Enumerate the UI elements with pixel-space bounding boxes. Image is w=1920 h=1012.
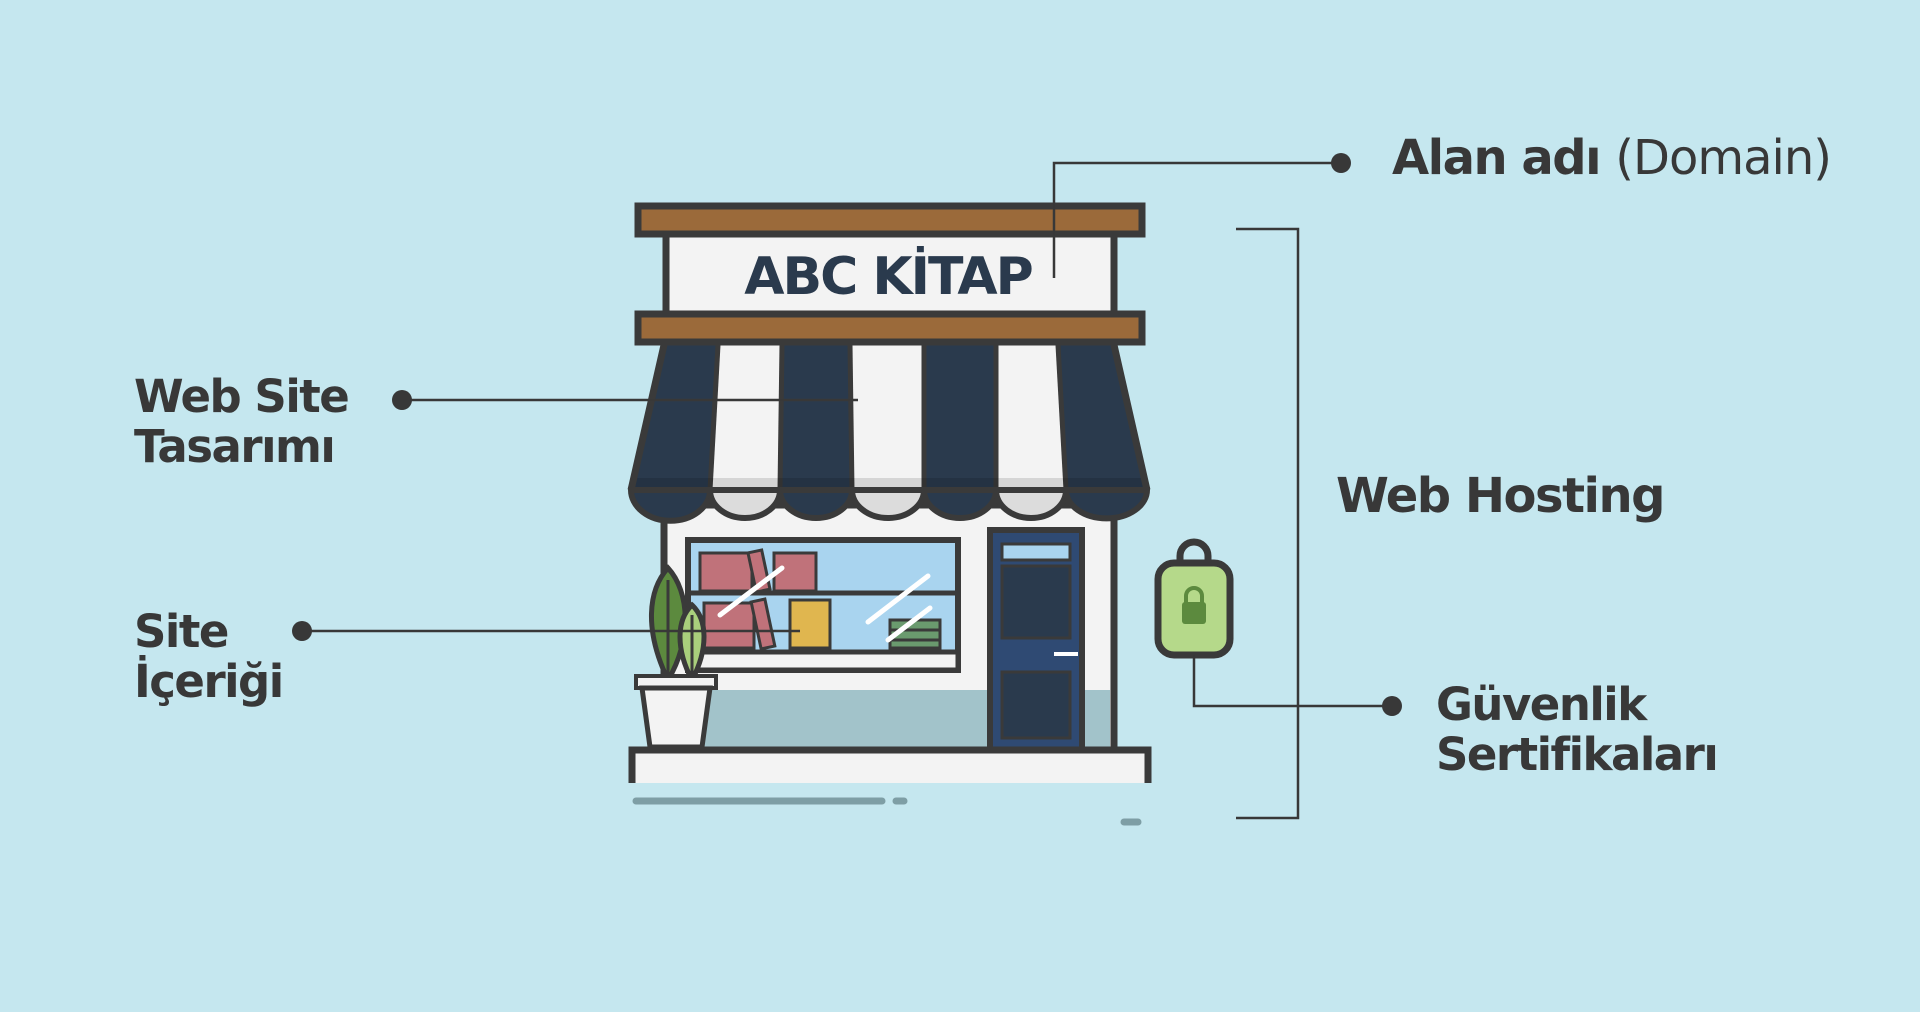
security-connector — [1192, 655, 1390, 708]
domain-label: Alan adı (Domain) — [1392, 130, 1832, 186]
site-design-label-line1: Web Site — [134, 370, 350, 423]
domain-label-main: Alan adı — [1392, 130, 1602, 186]
store-sign-text: ABC KİTAP — [744, 246, 1032, 307]
web-hosting-bracket — [1236, 227, 1300, 820]
site-design-label: Web Site Tasarımı — [134, 370, 350, 473]
site-design-label-line2: Tasarımı — [134, 419, 336, 473]
security-label-line2: Sertifikaları — [1436, 727, 1719, 781]
shop-window — [685, 537, 961, 673]
site-content-label-line2: İçeriği — [134, 654, 284, 708]
site-design-connector-dot — [392, 390, 412, 410]
web-hosting-label-text: Web Hosting — [1336, 468, 1666, 524]
awning — [627, 344, 1151, 524]
shop-door — [987, 527, 1085, 753]
domain-connector-dot — [1331, 153, 1351, 173]
security-label: Güvenlik Sertifikaları — [1436, 678, 1719, 781]
sidewalk — [628, 746, 1152, 826]
domain-connector — [1052, 161, 1340, 278]
security-connector-dot — [1382, 696, 1402, 716]
padlock-icon — [1154, 538, 1234, 659]
web-hosting-label: Web Hosting — [1336, 468, 1666, 524]
storefront-icon: ABC KİTAP — [627, 202, 1152, 826]
site-content-label-line1: Site — [134, 605, 229, 658]
books-top-shelf — [698, 548, 818, 594]
site-content-label: Site İçeriği — [134, 605, 284, 708]
domain-label-paren: (Domain) — [1615, 130, 1832, 186]
connectors — [292, 153, 1402, 820]
security-label-line1: Güvenlik — [1436, 678, 1647, 731]
site-content-connector-dot — [292, 621, 312, 641]
potted-plant-icon — [634, 564, 718, 750]
store-sign: ABC KİTAP — [634, 202, 1146, 346]
